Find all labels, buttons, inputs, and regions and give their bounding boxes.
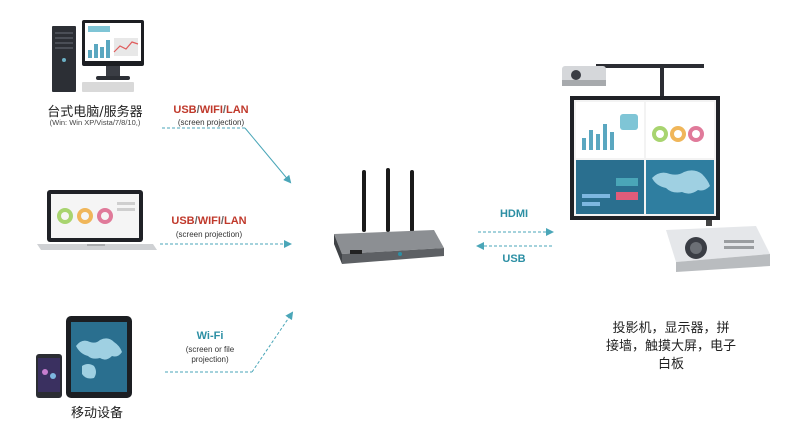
desktop-label: 台式电脑/服务器 [47, 105, 143, 120]
link-label-desktop: USB/WIFI/LAN [173, 104, 249, 116]
arrow-desktop-to-box [162, 127, 292, 184]
wifi-link-title: Wi-Fi [196, 330, 224, 342]
usb-text: USB [173, 104, 197, 116]
link-sub-desktop: (screen projection) [177, 118, 245, 127]
desktop-os-label: (Win: Win XP/Vista/7/8/10,) [49, 118, 141, 127]
wifi-link-sub: (screen or file projection) [185, 345, 235, 364]
display-devices-label: 投影机，显示器，拼 接墙，触摸大屏，电子 白板 [605, 321, 736, 372]
mobile-label: 移动设备 [70, 406, 123, 421]
laptop-icon [37, 190, 157, 250]
link-sub-laptop: (screen projection) [175, 230, 243, 239]
lan-text: LAN [225, 104, 249, 116]
hdmi-label: HDMI [499, 208, 529, 220]
link-label-laptop: USB/WIFI/LAN [171, 215, 247, 227]
wifi-text: WIFI [199, 104, 223, 116]
wireless-projection-box-icon [334, 168, 444, 264]
usb-label: USB [502, 253, 526, 265]
mobile-devices-icon [36, 316, 132, 398]
desktop-computer-icon [52, 20, 144, 92]
display-devices-icon [562, 64, 770, 272]
